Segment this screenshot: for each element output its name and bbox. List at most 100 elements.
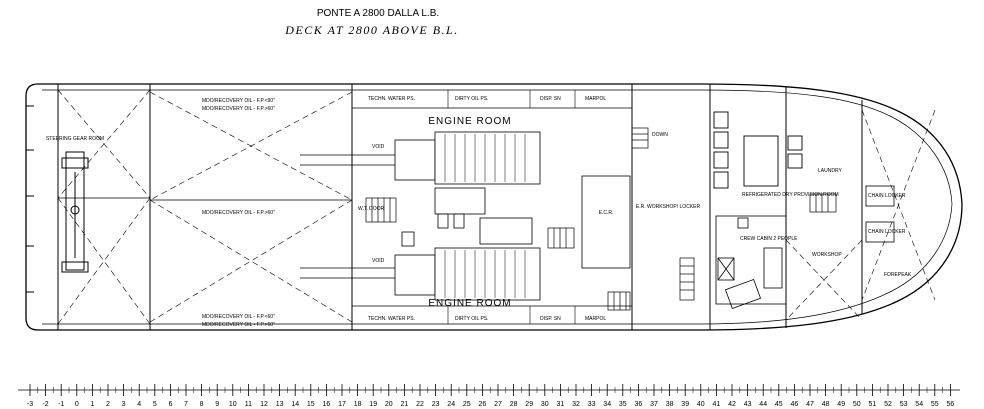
frame-label: 29 bbox=[525, 401, 533, 408]
frame-label: 13 bbox=[276, 401, 284, 408]
label-refrigerated: REFRIGERATED DRY PROVISION ROOM bbox=[742, 192, 839, 198]
frame-label: 42 bbox=[728, 401, 736, 408]
label-techn-water-bottom: TECHN. WATER PS. bbox=[368, 316, 415, 322]
frame-label: 24 bbox=[447, 401, 455, 408]
steering-gear bbox=[61, 151, 89, 273]
tank-boundaries bbox=[58, 107, 632, 307]
frame-label: 33 bbox=[588, 401, 596, 408]
frame-label: 30 bbox=[541, 401, 549, 408]
label-down: DOWN bbox=[652, 132, 668, 138]
frame-label: 1 bbox=[90, 401, 94, 408]
label-mdo-2: MDO/RECOVERY OIL - F.P.>60" bbox=[202, 106, 275, 112]
label-disp-top: DISP. SN bbox=[540, 96, 561, 102]
frame-label: 51 bbox=[869, 401, 877, 408]
label-engine-room-top: ENGINE ROOM bbox=[428, 116, 511, 127]
frame-label: 16 bbox=[323, 401, 331, 408]
ecr-room bbox=[581, 175, 631, 269]
frame-label: 40 bbox=[697, 401, 705, 408]
frame-label: 37 bbox=[650, 401, 658, 408]
void-diagonals bbox=[57, 89, 936, 325]
bulkheads bbox=[57, 84, 863, 330]
frame-label: 50 bbox=[853, 401, 861, 408]
frame-label: 3 bbox=[122, 401, 126, 408]
label-crew-cabin: CREW CABIN 2 PEOPLE bbox=[740, 236, 798, 242]
stairs bbox=[365, 127, 837, 311]
frame-label: 8 bbox=[200, 401, 204, 408]
label-mdo-3: MDO/RECOVERY OIL - F.P.>60" bbox=[202, 210, 275, 216]
label-disp-bottom: DISP. SN bbox=[540, 316, 561, 322]
frame-label: 2 bbox=[106, 401, 110, 408]
frame-label: 43 bbox=[744, 401, 752, 408]
frame-label: 7 bbox=[184, 401, 188, 408]
label-forepeak: FOREPEAK bbox=[884, 272, 912, 278]
frame-label: 44 bbox=[759, 401, 767, 408]
label-chain-locker-2: CHAIN LOCKER bbox=[868, 229, 906, 235]
label-er-workshop: E.R. WORKSHOP/ LOCKER bbox=[636, 204, 701, 210]
frame-label: 10 bbox=[229, 401, 237, 408]
frame-label: 46 bbox=[791, 401, 799, 408]
frame-label: 11 bbox=[245, 401, 252, 408]
frame-label: 27 bbox=[494, 401, 502, 408]
frame-label: 26 bbox=[479, 401, 487, 408]
frame-label: -2 bbox=[42, 401, 48, 408]
frame-label: 22 bbox=[416, 401, 424, 408]
frame-label: 31 bbox=[557, 401, 565, 408]
frame-label: 28 bbox=[510, 401, 518, 408]
frame-label: 0 bbox=[75, 401, 79, 408]
label-engine-room-bottom: ENGINE ROOM bbox=[428, 298, 511, 309]
frame-label: 32 bbox=[572, 401, 580, 408]
frame-label: 34 bbox=[603, 401, 611, 408]
frame-label: -1 bbox=[58, 401, 64, 408]
label-dirty-oil-bottom: DIRTY OIL PS. bbox=[455, 316, 489, 322]
crew-cabin bbox=[715, 215, 787, 310]
label-steering: STEERING GEAR ROOM bbox=[46, 136, 104, 142]
frame-label: 19 bbox=[369, 401, 377, 408]
frame-label: 23 bbox=[432, 401, 440, 408]
frame-label: 52 bbox=[884, 401, 892, 408]
frame-label: 53 bbox=[900, 401, 908, 408]
frame-label: 39 bbox=[681, 401, 689, 408]
label-techn-water-top: TECHN. WATER PS. bbox=[368, 96, 415, 102]
label-marpol-top: MARPOL bbox=[585, 96, 606, 102]
frame-label: 20 bbox=[385, 401, 393, 408]
frame-label: 14 bbox=[291, 401, 299, 408]
frame-label: 4 bbox=[137, 401, 141, 408]
label-laundry: LAUNDRY bbox=[818, 168, 842, 174]
label-void-top: VOID bbox=[372, 144, 385, 150]
frame-label: -3 bbox=[27, 401, 33, 408]
frame-label: 55 bbox=[931, 401, 939, 408]
label-workshop: WORKSHOP bbox=[812, 252, 842, 258]
main-engine-top bbox=[300, 131, 541, 185]
label-chain-locker-1: CHAIN LOCKER bbox=[868, 193, 906, 199]
chain-lockers bbox=[865, 185, 895, 243]
label-wt-door: W.T. DOOR bbox=[358, 206, 385, 212]
frame-label: 47 bbox=[806, 401, 814, 408]
frame-label: 41 bbox=[713, 401, 721, 408]
frame-label: 17 bbox=[338, 401, 346, 408]
subtank-dividers bbox=[447, 90, 576, 324]
title-italian: PONTE A 2800 DALLA L.B. bbox=[317, 8, 439, 19]
hull-inner-line bbox=[42, 89, 953, 325]
label-dirty-oil-top: DIRTY OIL PS. bbox=[455, 96, 489, 102]
frame-label: 9 bbox=[215, 401, 219, 408]
label-ecr: E.C.R. bbox=[599, 210, 614, 216]
frame-label: 12 bbox=[260, 401, 268, 408]
hull-outline bbox=[25, 83, 963, 331]
frame-label: 6 bbox=[168, 401, 172, 408]
provision-lockers bbox=[713, 111, 803, 189]
frame-label: 5 bbox=[153, 401, 157, 408]
frame-label: 21 bbox=[401, 401, 409, 408]
frame-label: 36 bbox=[635, 401, 643, 408]
label-mdo-1: MDO/RECOVERY OIL - F.P.<90" bbox=[202, 98, 275, 104]
main-engine-bottom bbox=[300, 247, 541, 301]
frame-label: 48 bbox=[822, 401, 830, 408]
frame-label: 18 bbox=[354, 401, 362, 408]
frame-label: 45 bbox=[775, 401, 783, 408]
label-void-bottom: VOID bbox=[372, 258, 385, 264]
frame-label: 49 bbox=[837, 401, 845, 408]
generator-sets bbox=[401, 187, 533, 247]
title-english: DECK AT 2800 ABOVE B.L. bbox=[284, 23, 458, 37]
hull-frame-marks bbox=[26, 105, 34, 293]
